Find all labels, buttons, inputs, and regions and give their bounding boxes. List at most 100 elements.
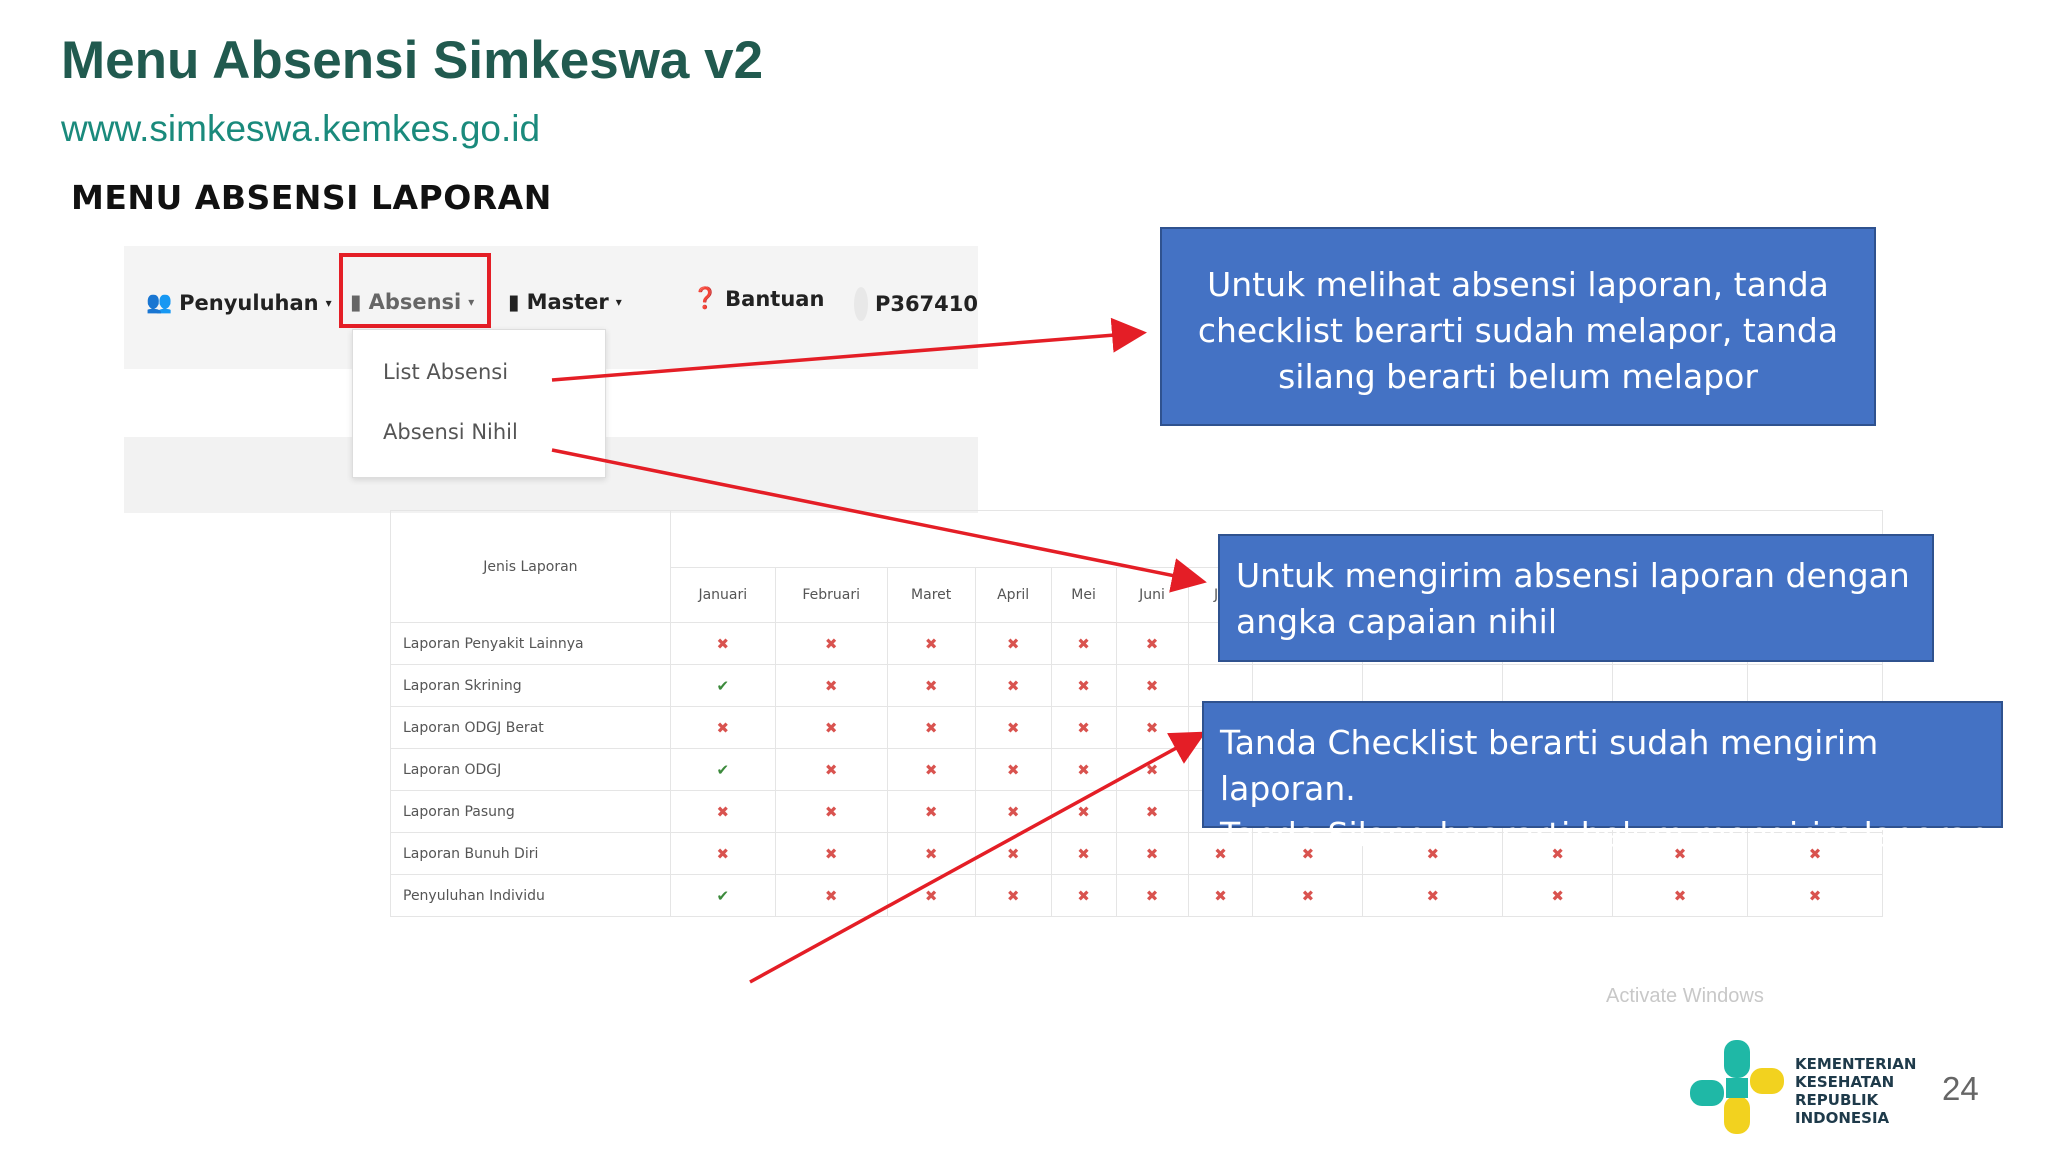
row-label: Penyuluhan Individu — [390, 874, 671, 917]
cross-icon: ✖ — [1115, 748, 1189, 791]
month-header: Maret — [886, 567, 976, 623]
month-header: Februari — [774, 567, 888, 623]
cross-icon: ✖ — [974, 790, 1052, 833]
callout1-line2: checklist berarti sudah melapor, tanda — [1197, 311, 1839, 350]
callout1-line3: silang berarti belum melapor — [1278, 357, 1758, 396]
empty-cell — [1612, 664, 1749, 707]
document-icon: ▮ — [508, 290, 520, 314]
callout-list-absensi: Untuk melihat absensi laporan, tanda che… — [1160, 227, 1876, 426]
cross-icon: ✖ — [669, 790, 776, 833]
cross-icon: ✖ — [669, 706, 776, 749]
cross-icon: ✖ — [1115, 622, 1189, 665]
check-icon: ✔ — [669, 664, 776, 707]
cross-icon: ✖ — [886, 622, 976, 665]
callout2-line2: angka capaian nihil — [1236, 602, 1557, 641]
callout-checklist-meaning: Tanda Checklist berarti sudah mengirim l… — [1202, 701, 2003, 854]
cross-icon: ✖ — [1747, 832, 1883, 875]
cross-icon: ✖ — [774, 706, 888, 749]
cross-icon: ✖ — [1115, 832, 1189, 875]
nav-absensi-label: Absensi — [368, 290, 462, 314]
cross-icon: ✖ — [1187, 874, 1254, 917]
slide-title: Menu Absensi Simkeswa v2 — [61, 31, 764, 90]
caret-down-icon: ▾ — [615, 295, 622, 309]
callout1-line1: Untuk melihat absensi laporan, tanda — [1207, 265, 1829, 304]
cross-icon: ✖ — [774, 874, 888, 917]
cross-icon: ✖ — [1050, 832, 1117, 875]
nav-bantuan-label: Bantuan — [725, 286, 825, 311]
check-icon: ✔ — [669, 874, 776, 917]
kemenkes-logo-text: KEMENTERIAN KESEHATAN REPUBLIK INDONESIA — [1795, 1055, 1916, 1127]
section-heading: MENU ABSENSI LAPORAN — [71, 178, 552, 217]
cross-icon: ✖ — [886, 706, 976, 749]
cross-icon: ✖ — [1362, 832, 1504, 875]
cross-icon: ✖ — [1050, 874, 1117, 917]
logo-line-1: KEMENTERIAN — [1795, 1055, 1917, 1073]
cross-icon: ✖ — [974, 706, 1052, 749]
callout-absensi-nihil: Untuk mengirim absensi laporan dengan an… — [1218, 534, 1934, 662]
cross-icon: ✖ — [974, 622, 1052, 665]
nav-penyuluhan[interactable]: 👥 Penyuluhan ▾ — [146, 290, 332, 315]
cross-icon: ✖ — [1252, 874, 1364, 917]
callout3-line1: Tanda Checklist berarti sudah mengirim l… — [1220, 723, 1879, 808]
nav-user[interactable]: P367410 — [854, 287, 978, 321]
page-number: 24 — [1942, 1070, 1979, 1107]
logo-line-3: REPUBLIK — [1795, 1091, 1879, 1109]
question-circle-icon: ❓ — [692, 286, 719, 310]
cross-icon: ✖ — [1362, 874, 1504, 917]
nav-master[interactable]: ▮ Master ▾ — [508, 290, 622, 314]
cross-icon: ✖ — [886, 664, 976, 707]
cross-icon: ✖ — [1050, 748, 1117, 791]
cross-icon: ✖ — [974, 832, 1052, 875]
month-header: Januari — [669, 567, 776, 623]
caret-down-icon: ▾ — [325, 295, 332, 310]
dropdown-absensi-nihil[interactable]: Absensi Nihil — [383, 420, 518, 444]
cross-icon: ✖ — [669, 832, 776, 875]
cross-icon: ✖ — [1050, 664, 1117, 707]
check-icon: ✔ — [669, 748, 776, 791]
row-label: Laporan Skrining — [390, 664, 671, 707]
month-header: Juni — [1115, 567, 1189, 623]
cross-icon: ✖ — [1115, 790, 1189, 833]
nav-master-label: Master — [526, 290, 609, 314]
nav-bantuan[interactable]: ❓ Bantuan — [692, 286, 824, 311]
activate-windows-watermark: Activate Windows — [1606, 985, 1764, 1007]
callout3-line2: Tanda Silang beararti belum mengirim lap… — [1220, 815, 1989, 854]
cross-icon: ✖ — [974, 874, 1052, 917]
callout2-line1: Untuk mengirim absensi laporan dengan — [1236, 556, 1910, 595]
logo-line-4: INDONESIA — [1795, 1109, 1890, 1127]
document-icon: ▮ — [350, 290, 362, 314]
cross-icon: ✖ — [1050, 790, 1117, 833]
logo-line-2: KESEHATAN — [1795, 1073, 1895, 1091]
empty-cell — [1747, 664, 1883, 707]
cross-icon: ✖ — [974, 664, 1052, 707]
cross-icon: ✖ — [1115, 706, 1189, 749]
row-label: Laporan ODGJ — [390, 748, 671, 791]
cross-icon: ✖ — [774, 748, 888, 791]
nav-absensi[interactable]: ▮ Absensi ▾ — [350, 290, 474, 314]
cross-icon: ✖ — [886, 832, 976, 875]
slide-subtitle: www.simkeswa.kemkes.go.id — [61, 108, 541, 149]
month-header: Mei — [1050, 567, 1117, 623]
empty-cell — [1362, 664, 1504, 707]
cross-icon: ✖ — [886, 748, 976, 791]
cross-icon: ✖ — [669, 622, 776, 665]
table-row: Penyuluhan Individu✔✖✖✖✖✖✖✖✖✖✖✖ — [390, 874, 1883, 917]
dropdown-list-absensi[interactable]: List Absensi — [383, 360, 509, 384]
cross-icon: ✖ — [774, 622, 888, 665]
cross-icon: ✖ — [886, 790, 976, 833]
cross-icon: ✖ — [774, 790, 888, 833]
nav-penyuluhan-label: Penyuluhan — [179, 290, 319, 315]
cross-icon: ✖ — [1252, 832, 1364, 875]
cross-icon: ✖ — [1747, 874, 1883, 917]
row-label: Laporan Bunuh Diri — [390, 832, 671, 875]
row-label: Laporan Pasung — [390, 790, 671, 833]
cross-icon: ✖ — [1612, 874, 1749, 917]
nav-user-label: P367410 — [874, 292, 978, 316]
cross-icon: ✖ — [886, 874, 976, 917]
cross-icon: ✖ — [1115, 664, 1189, 707]
kemenkes-logo-icon — [1690, 1040, 1784, 1134]
table-row: Laporan Skrining✔✖✖✖✖✖ — [390, 664, 1883, 707]
avatar-image-icon — [854, 287, 868, 321]
cross-icon: ✖ — [1502, 832, 1614, 875]
empty-cell — [1502, 664, 1614, 707]
